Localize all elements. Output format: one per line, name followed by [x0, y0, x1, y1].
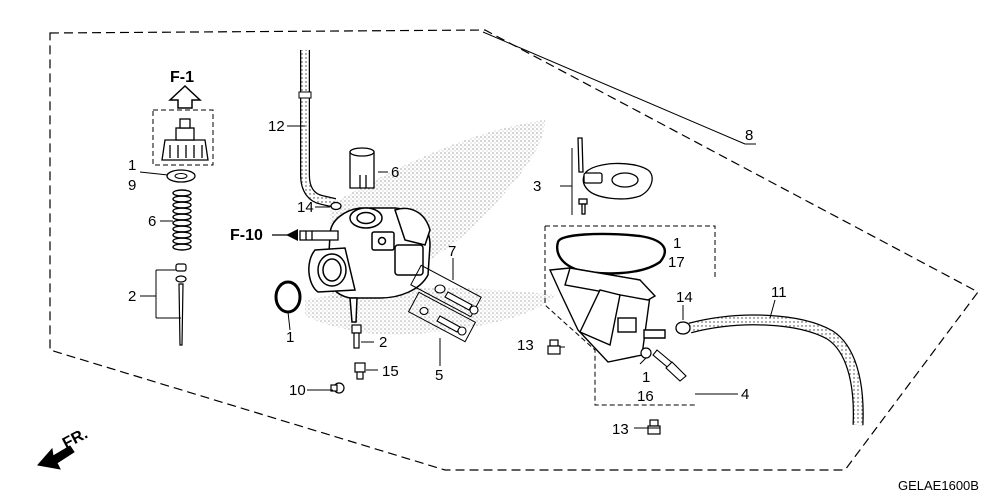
- slow-jet: [354, 362, 366, 380]
- left-leaders: [139, 171, 181, 319]
- ref-f1-label: F-1: [170, 69, 194, 86]
- callout-1-gasket: 1: [673, 235, 681, 252]
- vacuum-cap: [349, 147, 375, 189]
- drain-hose-dots: [688, 315, 863, 426]
- chamber-bolt-upper: [547, 339, 561, 355]
- main-jet: [351, 324, 362, 349]
- callout-8: 8: [745, 127, 753, 144]
- float-chamber: [548, 267, 666, 363]
- diagram-code: GELAE1600B: [898, 478, 979, 493]
- callout-3: 3: [533, 178, 541, 195]
- chamber-bolt-lower: [647, 419, 661, 435]
- fuel-inlet-fitting: [299, 230, 339, 241]
- callout-6-spring: 6: [148, 213, 156, 230]
- cable-cover: [577, 137, 653, 215]
- hose-clip-14: [330, 201, 342, 211]
- f1-arrow-icon: [168, 84, 202, 109]
- callout-5: 5: [435, 367, 443, 384]
- callout-9: 9: [128, 177, 136, 194]
- breather-hose-12-dots: [301, 50, 336, 207]
- pilot-screw: [330, 382, 345, 394]
- assembly-boundary: [49, 29, 979, 471]
- o-ring-inner: [278, 284, 298, 310]
- callout-1-drain-washer: 1: [642, 369, 650, 386]
- o-ring: [274, 280, 302, 314]
- hose-12-band: [298, 91, 312, 99]
- callout-11: 11: [771, 284, 787, 301]
- throttle-spring: [172, 189, 192, 251]
- float-chamber-group: [544, 225, 716, 406]
- callout-1-cap-washer: 1: [128, 157, 136, 174]
- callout-14-right-clip: 14: [676, 289, 693, 306]
- front-arrow-icon: [37, 445, 75, 470]
- center-leaders: [287, 125, 454, 391]
- callout-2-main-jet: 2: [379, 334, 387, 351]
- top-cap-box: [152, 109, 214, 166]
- callout-13-upper: 13: [517, 337, 534, 354]
- callout-14-clip: 14: [297, 199, 314, 216]
- ref-f10-label: F-10: [230, 227, 263, 244]
- top-cap: [161, 118, 209, 161]
- carburetor-body: [308, 207, 431, 323]
- callout-1-o-ring: 1: [286, 329, 294, 346]
- drain-screw: [652, 349, 687, 382]
- drain-washer: [640, 347, 652, 359]
- callout-12: 12: [268, 118, 285, 135]
- screw-set-5: [419, 306, 467, 336]
- cover-group-bracket: [560, 148, 573, 215]
- breather-hose-12: [300, 50, 337, 208]
- screw-set-7: [434, 284, 479, 315]
- jet-needle-set: [175, 263, 187, 346]
- front-marker-label: FR.: [60, 425, 91, 452]
- callout-6-cap: 6: [391, 164, 399, 181]
- callout-16: 16: [637, 388, 654, 405]
- cap-washer-hole: [174, 173, 188, 179]
- callout-13-lower: 13: [612, 421, 629, 438]
- callout-15: 15: [382, 363, 399, 380]
- stipple-shading-lower: [305, 288, 555, 335]
- screw-set-5-box: [407, 291, 477, 343]
- callout-10: 10: [289, 382, 306, 399]
- right-leaders: [482, 31, 776, 429]
- hose-clip-14-right: [675, 321, 691, 335]
- float-gasket: [556, 232, 666, 275]
- callout-17: 17: [668, 254, 685, 271]
- callout-2-needle-set: 2: [128, 288, 136, 305]
- callout-7: 7: [448, 243, 456, 260]
- callout-4: 4: [741, 386, 749, 403]
